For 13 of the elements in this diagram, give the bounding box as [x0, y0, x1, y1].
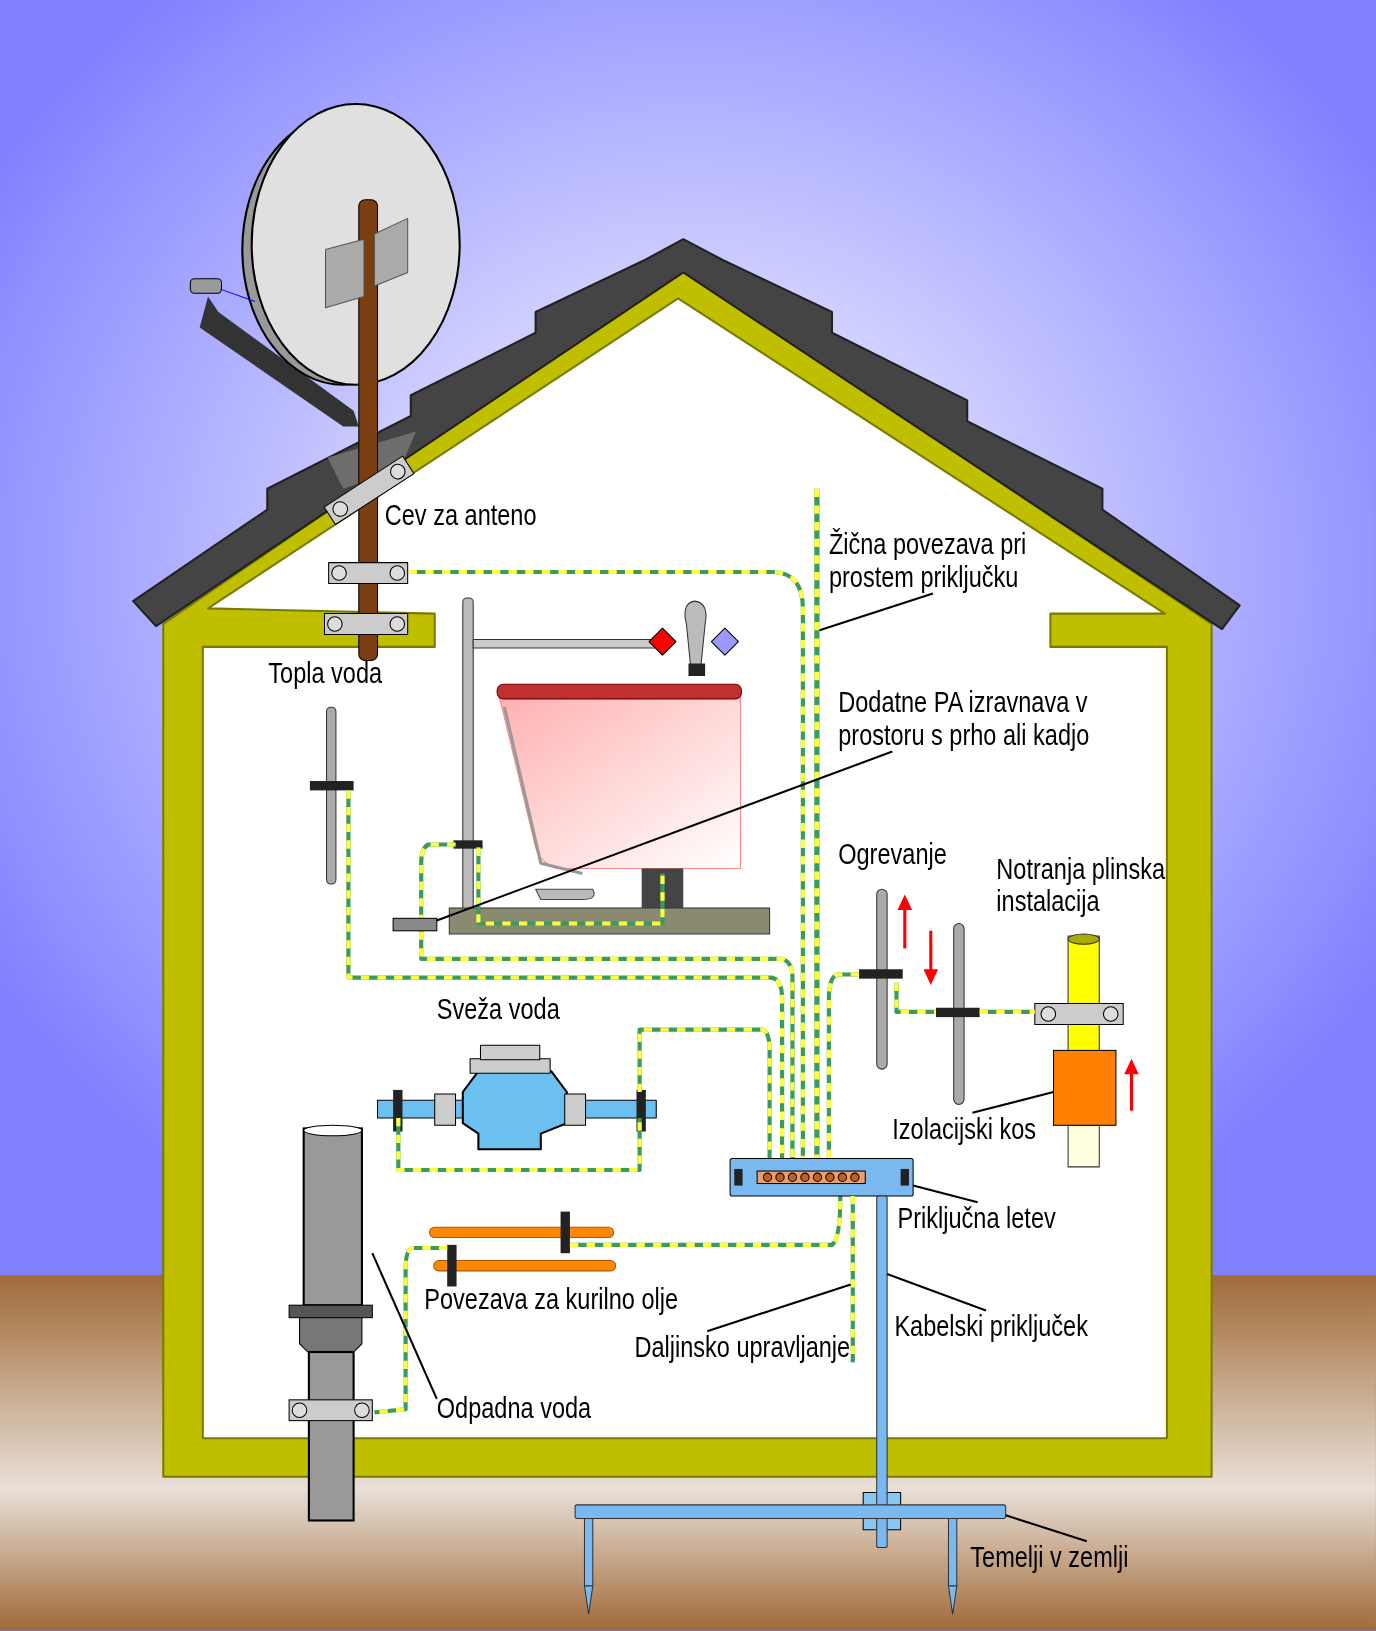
part-label: Topla voda	[268, 657, 384, 690]
callout-label: Kabelski priključek	[894, 1310, 1088, 1343]
callout-label: Izolacijski kos	[892, 1112, 1037, 1146]
callout-label: Temelji v zemlji	[970, 1541, 1129, 1574]
callout-label: Žična povezava pri prostem priključku	[828, 528, 1028, 594]
callout-label: Priključna letev	[897, 1202, 1056, 1235]
part-label: Cev za anteno	[384, 499, 538, 532]
part-label: Sveža voda	[436, 993, 561, 1026]
callout-label: Odpadna voda	[436, 1391, 592, 1425]
callout-label: Daljinsko upravljanje	[634, 1331, 851, 1364]
part-label: Povezava za kurilno olje	[424, 1283, 679, 1316]
callout-label: Dodatne PA izravnava v prostoru s prho ali kadjo	[838, 686, 1091, 752]
part-label: Notranja plinska instalacija	[996, 852, 1166, 918]
